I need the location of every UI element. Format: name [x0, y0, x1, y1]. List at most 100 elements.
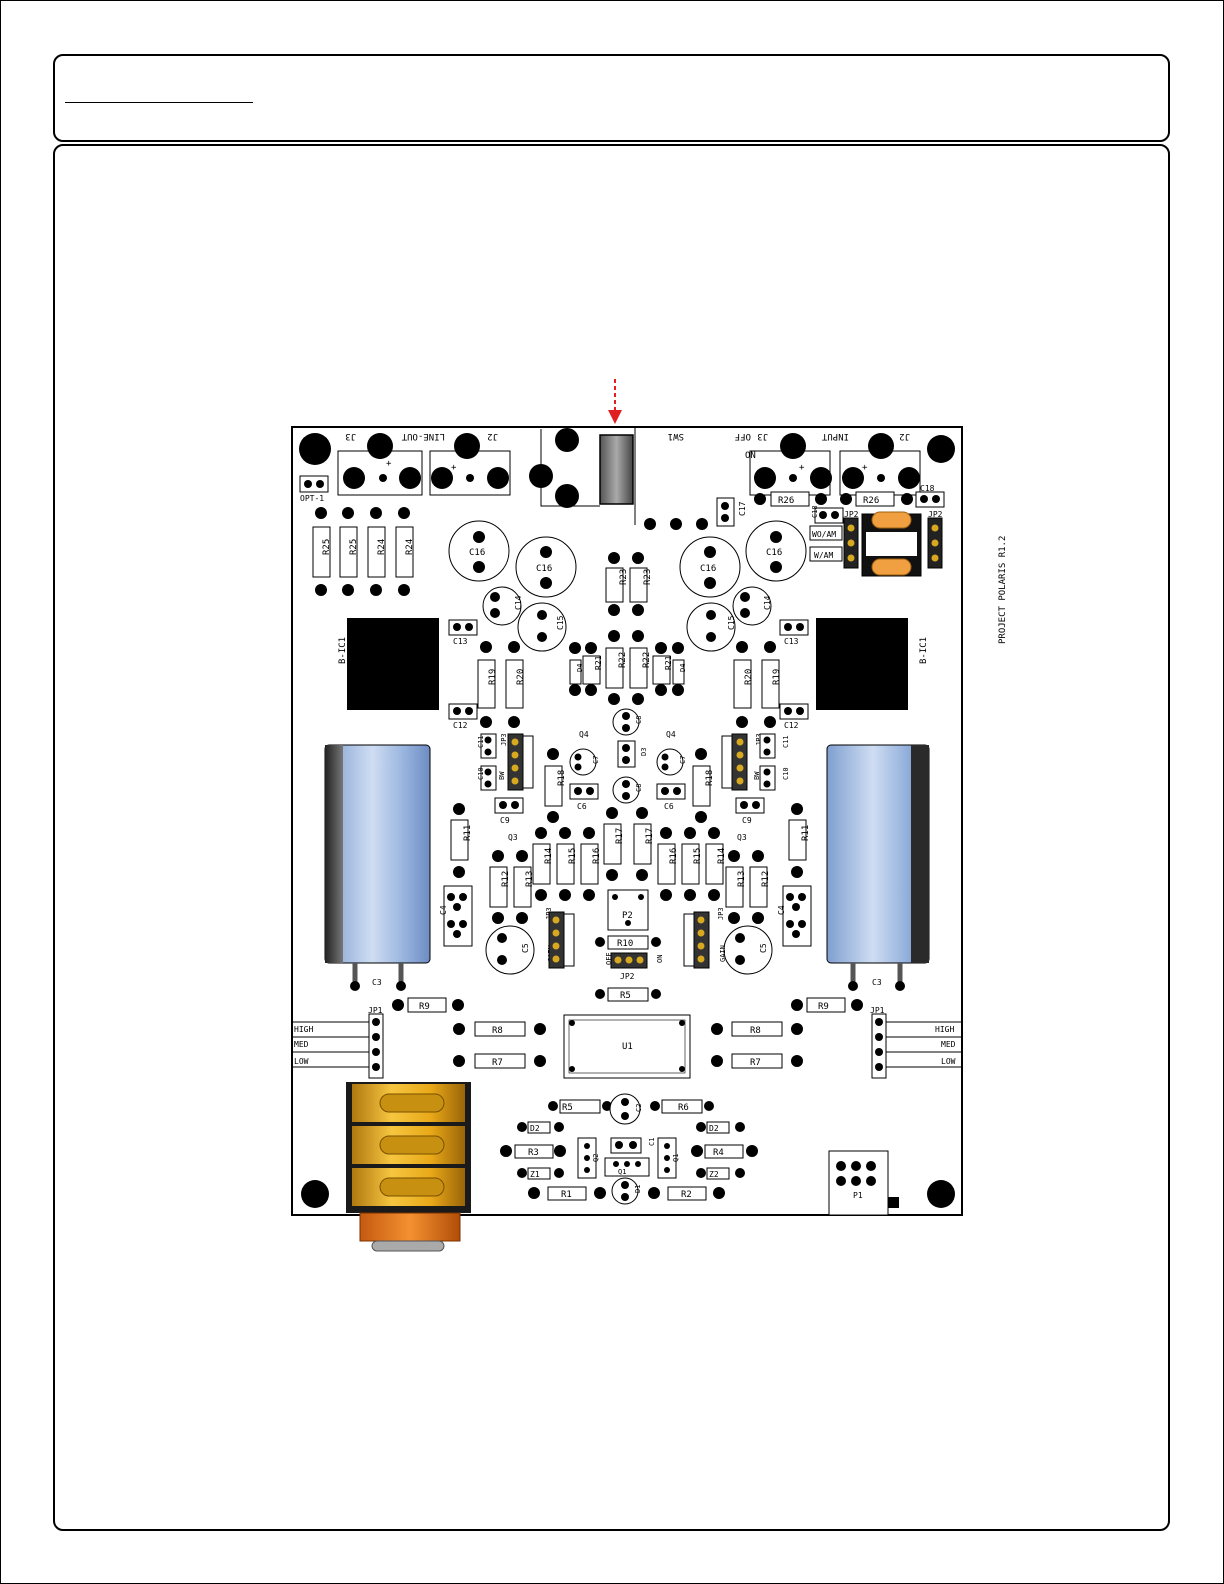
resistor-bank-right: R17 R16 R15 R14 Q3 R13 R12 — [633, 807, 771, 924]
label-jp2-b: JP2 — [928, 510, 943, 519]
label-bw-a: BW — [498, 771, 506, 780]
label-low-a: LOW — [294, 1057, 309, 1066]
label-r5-top: R5 — [620, 991, 631, 1001]
label-r17-a: R17 — [615, 828, 625, 844]
resistors-r23: R23 R23 — [605, 552, 653, 616]
resistor-r10: R10 — [595, 935, 661, 950]
label-w-am: W/AM — [814, 551, 833, 560]
ic-b-ic1-right: B-IC1 — [816, 618, 929, 710]
label-c8-a: C8 — [635, 716, 643, 724]
label-r8-b: R8 — [750, 1026, 761, 1036]
label-r7-a: R7 — [492, 1058, 503, 1068]
label-input: INPUT — [821, 431, 849, 441]
label-b-ic1-a: B-IC1 — [338, 637, 348, 664]
capacitor-c3-right: C3 — [826, 744, 930, 991]
ic-u1: U1 — [563, 1014, 691, 1079]
label-on-jp2: ON — [656, 955, 664, 963]
label-bw-b: BW — [753, 771, 761, 780]
label-r21-a: R21 — [594, 655, 603, 670]
label-j4: J4 — [559, 431, 570, 441]
label-c4-a: C4 — [439, 905, 448, 915]
label-d1: D1 — [634, 1185, 642, 1193]
label-off-jp2: OFF — [605, 952, 613, 965]
resistors-r11: R11 R11 — [450, 803, 811, 878]
label-c1: C1 — [648, 1138, 656, 1146]
label-r12-a: R12 — [501, 871, 511, 887]
label-jp3-bw-a: JP3 — [500, 733, 508, 746]
label-p2: P2 — [622, 911, 633, 921]
label-r15-b: R15 — [693, 848, 703, 864]
label-r25-b: R25 — [349, 539, 359, 555]
resistor-r26-b: R26 — [840, 491, 913, 507]
label-c17: C17 — [738, 501, 747, 516]
resistors-r8-r7: R8 R7 R8 R7 — [453, 1021, 803, 1069]
label-p1: P1 — [853, 1191, 863, 1200]
label-gain-b: GAIN — [719, 945, 727, 962]
connector-j3-lineout: + J3 LINE-OUT — [343, 431, 445, 489]
label-c18: C18 — [920, 484, 935, 493]
label-c7-b: C7 — [679, 756, 687, 764]
resistors-r19-r20: R19 R20 R20 R19 — [477, 641, 782, 728]
label-r19-a: R19 — [488, 669, 498, 685]
center-c8-d3: C8 D3 C8 — [612, 708, 648, 804]
label-r3: R3 — [528, 1148, 539, 1158]
label-c12-a: C12 — [453, 721, 468, 730]
capacitors-c13-c12: C13 C13 C12 C12 — [448, 619, 809, 730]
label-opt1: OPT-1 — [300, 494, 324, 503]
jumper-opt1: OPT-1 — [299, 475, 329, 503]
label-c16-c: C16 — [700, 564, 716, 574]
label-r13-b: R13 — [737, 871, 747, 887]
label-jp3-bw-b: JP3 — [755, 733, 763, 746]
label-r2: R2 — [681, 1190, 692, 1200]
label-c3-a: C3 — [372, 978, 382, 987]
jp1-right: JP1 HIGH MED LOW — [870, 1006, 962, 1079]
label-c14-a: C14 — [514, 595, 523, 610]
label-r10: R10 — [617, 939, 633, 949]
resistors-r9: R9 R9 — [392, 997, 863, 1013]
label-r23-a: R23 — [619, 569, 629, 585]
label-c15-a: C15 — [556, 615, 565, 630]
header-box — [53, 54, 1170, 142]
label-r20-a: R20 — [516, 669, 526, 685]
capacitors-c14-c15: C14 C15 C15 C14 — [482, 586, 772, 652]
label-z2: Z2 — [709, 1170, 719, 1179]
label-r16-b: R16 — [669, 848, 679, 864]
label-high-a: HIGH — [294, 1025, 313, 1034]
capacitors-c16: C16 C16 C16 C16 — [448, 520, 807, 598]
label-c2: C2 — [635, 1104, 643, 1112]
am-jumper-block: WO/AM W/AM JP2 JP2 — [809, 510, 943, 577]
label-r19-b: R19 — [772, 669, 782, 685]
resistors-top-left: R25 R25 R24 R24 — [312, 507, 415, 596]
label-r13-a: R13 — [525, 871, 535, 887]
label-med-b: MED — [941, 1040, 956, 1049]
label-c11-b: C11 — [782, 735, 790, 748]
label-off: OFF — [735, 431, 751, 441]
jp1-left: JP1 HIGH MED LOW — [292, 1006, 384, 1079]
svg-text:+: + — [862, 463, 868, 473]
label-r22-b: R22 — [642, 652, 652, 668]
capacitors-c6: C6 C6 — [569, 783, 686, 811]
label-j2-out: J2 — [487, 431, 498, 441]
capacitors-c5: C5 C5 — [485, 925, 773, 975]
label-r5-bottom: R5 — [562, 1103, 573, 1113]
label-jp3-gain-b: JP3 — [717, 907, 725, 920]
gain-jumper-right: JP3 GAIN — [683, 907, 727, 969]
label-r12-b: R12 — [761, 871, 771, 887]
label-r25-a: R25 — [322, 539, 332, 555]
label-u1: U1 — [622, 1042, 633, 1052]
label-c16-b: C16 — [536, 564, 552, 574]
label-c9-a: C9 — [500, 816, 510, 825]
label-r22-a: R22 — [618, 652, 628, 668]
bw-jumper-left: C11 C10 JP3 BW C9 — [477, 733, 534, 825]
connector-input: OFF ON J3 INPUT J2 + + — [735, 431, 921, 496]
label-j2-in: J2 — [899, 431, 910, 441]
label-r9-a: R9 — [419, 1002, 430, 1012]
label-c6-b: C6 — [664, 802, 674, 811]
label-c18-b: C18 — [811, 505, 819, 518]
q4-c7: Q4 C7 Q4 C7 — [569, 730, 687, 776]
label-r1: R1 — [561, 1190, 572, 1200]
label-d4-b: D4 — [679, 664, 687, 672]
capacitor-c18: C18 — [915, 484, 945, 508]
label-r14-a: R14 — [544, 848, 554, 864]
label-c15-b: C15 — [727, 615, 736, 630]
